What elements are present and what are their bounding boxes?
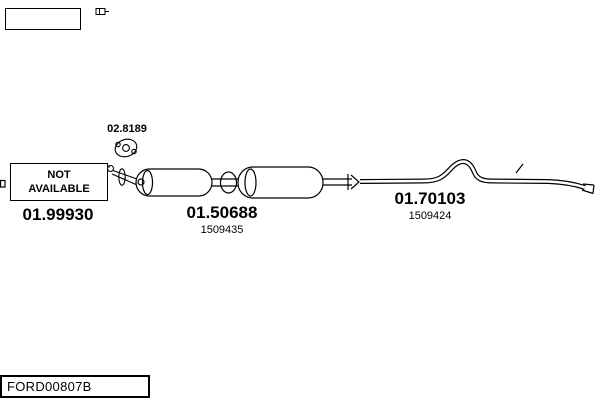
gasket-part-number: 02.8189 [107, 123, 147, 135]
catalog-code-box: FORD00807B [0, 375, 150, 398]
not-available-line2: AVAILABLE [28, 183, 90, 195]
rear-silencer-part-number: 01.70103 [394, 189, 466, 208]
front-pipe-drawing [102, 164, 138, 186]
middle-silencer-drawing [135, 166, 352, 199]
clamp-icon [95, 8, 109, 15]
rear-silencer-ref-number: 1509424 [408, 210, 452, 222]
not-available-line1: NOT [47, 169, 71, 181]
gasket-icon [114, 138, 138, 158]
junction-marks [347, 174, 360, 190]
left-edge-marker [0, 179, 6, 188]
not-available-box: NOT AVAILABLE [10, 163, 108, 201]
top-left-box [5, 8, 81, 30]
catalog-code: FORD00807B [7, 379, 92, 394]
middle-silencer-ref-number: 1509435 [200, 224, 244, 236]
middle-silencer-part-number: 01.50688 [186, 203, 258, 222]
front-pipe-part-number: 01.99930 [22, 205, 94, 224]
